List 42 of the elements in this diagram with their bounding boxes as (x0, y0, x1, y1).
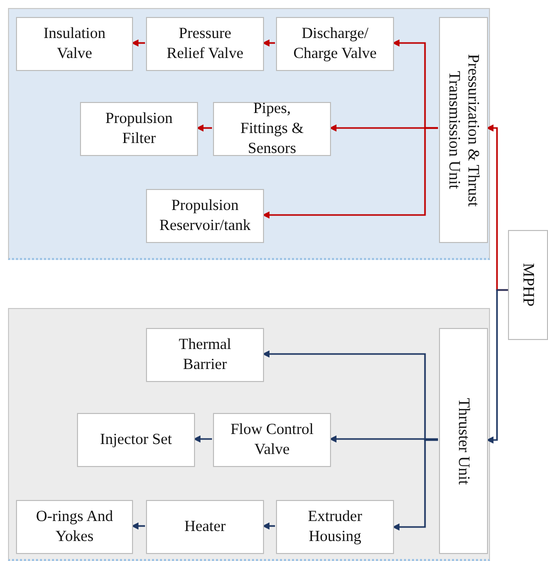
box-label: Pipes, Fittings & Sensors (239, 98, 305, 160)
component-box (439, 328, 488, 554)
box-label: MPHP (518, 263, 538, 307)
component-box (146, 17, 264, 71)
component-box (276, 500, 394, 554)
arrow (193, 435, 212, 443)
box-label: Injector Set (100, 430, 172, 450)
arrow (262, 522, 275, 530)
box-label: O-rings And Yokes (34, 506, 114, 547)
component-box (16, 500, 133, 554)
arrow (329, 435, 438, 443)
arrow (131, 522, 145, 530)
box-label: Extruder Housing (306, 506, 364, 547)
component-box (77, 413, 195, 467)
box-label: Pressurization & Thrust Transmission Unit (444, 52, 483, 208)
arrow (131, 39, 145, 47)
component-box (146, 189, 264, 243)
group-panel (8, 8, 490, 260)
arrow (196, 124, 212, 132)
arrow (262, 39, 275, 47)
box-label: Heater (184, 516, 226, 537)
component-box (16, 17, 133, 71)
component-box (146, 500, 264, 554)
box-label: Thruster Unit (454, 398, 474, 484)
component-box (276, 17, 394, 71)
box-label: Discharge/ Charge Valve (293, 24, 377, 64)
component-box (439, 17, 488, 243)
component-box (213, 102, 331, 156)
box-label: Pressure Relief Valve (166, 24, 244, 64)
group-panel (8, 308, 490, 561)
component-box (213, 413, 331, 467)
component-box (80, 102, 198, 156)
box-label: Thermal Barrier (178, 334, 232, 375)
component-box (146, 328, 264, 382)
arrow (392, 439, 438, 531)
arrow (486, 289, 508, 444)
component-box (508, 230, 548, 340)
box-label: Insulation Valve (42, 24, 106, 64)
arrow (262, 127, 438, 219)
box-label: Propulsion Reservoir/tank (159, 196, 251, 236)
box-label: Propulsion Filter (104, 108, 174, 149)
box-label: Flow Control Valve (230, 420, 314, 460)
